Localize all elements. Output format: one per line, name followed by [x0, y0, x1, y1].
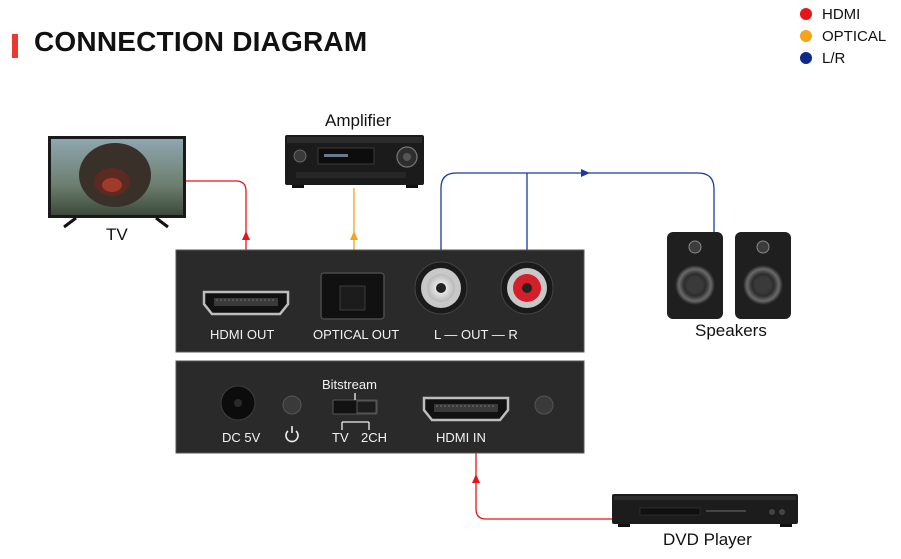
- speaker-left: [667, 232, 723, 319]
- optical-out-port: [320, 272, 385, 320]
- tv-label: TV: [106, 225, 128, 244]
- audio-out-label: L — OUT — R: [434, 327, 518, 342]
- switch-tv-label: TV: [332, 430, 349, 445]
- switch-2ch-label: 2CH: [361, 430, 388, 445]
- lr-arrow: [581, 169, 590, 177]
- hdmi-arrow-tv: [242, 231, 250, 240]
- legend-label-hdmi: HDMI: [822, 5, 861, 23]
- hdmi-in-port: [422, 396, 510, 422]
- bottom-panel: [175, 360, 585, 454]
- legend-item-lr: L/R: [800, 48, 845, 68]
- legend-dot-lr: [800, 52, 812, 64]
- speakers-label: Speakers: [695, 321, 767, 340]
- legend-dot-optical: [800, 30, 812, 42]
- bitstream-label: Bitstream: [322, 377, 377, 392]
- page-title: CONNECTION DIAGRAM: [34, 26, 368, 57]
- amplifier-device: [285, 135, 424, 188]
- tv-device: [48, 136, 186, 229]
- hdmi-out-label: HDMI OUT: [210, 327, 275, 342]
- legend-dot-hdmi: [800, 8, 812, 20]
- dc-jack: [220, 385, 256, 421]
- amplifier-label: Amplifier: [325, 111, 392, 130]
- legend-label-lr: L/R: [822, 49, 846, 67]
- power-icon: [285, 426, 299, 443]
- bitstream-switch: [332, 393, 378, 430]
- legend-item-hdmi: HDMI: [800, 4, 860, 24]
- dvd-player-label: DVD Player: [663, 530, 752, 549]
- hdmi-arrow-dvd: [472, 474, 480, 483]
- rca-left-jack: [414, 261, 468, 315]
- rca-right-jack: [500, 261, 554, 315]
- legend-label-optical: OPTICAL: [822, 27, 887, 45]
- hdmi-cable-tv: [186, 180, 247, 300]
- optical-out-label: OPTICAL OUT: [313, 327, 400, 342]
- optical-arrow: [350, 231, 358, 240]
- dc-label: DC 5V: [222, 430, 261, 445]
- power-button: [282, 395, 302, 415]
- speaker-right: [735, 232, 791, 319]
- hdmi-out-port: [202, 290, 290, 316]
- top-panel: [175, 249, 585, 353]
- led-indicator: [534, 395, 554, 415]
- lr-cable: [440, 172, 715, 265]
- title-accent-bar: [12, 34, 18, 58]
- hdmi-in-label: HDMI IN: [436, 430, 486, 445]
- hdmi-cable-dvd: [475, 420, 612, 520]
- legend-item-optical: OPTICAL: [800, 26, 886, 46]
- dvd-player-device: [612, 494, 798, 527]
